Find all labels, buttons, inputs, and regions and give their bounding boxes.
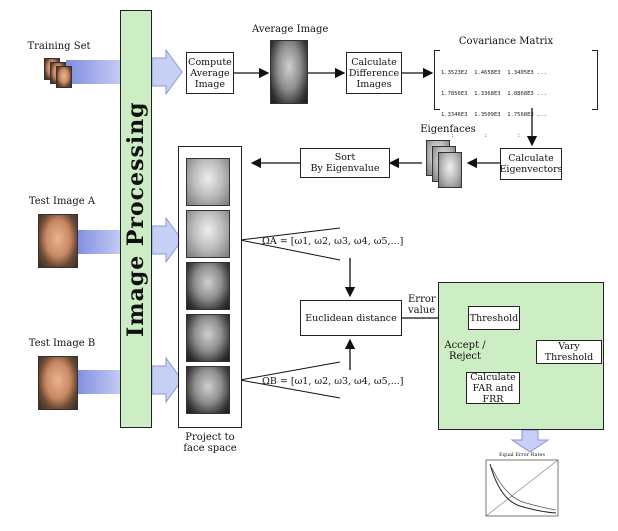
training-input-bar <box>66 60 122 84</box>
face-space-image <box>186 262 230 310</box>
test-image-b <box>38 356 78 410</box>
threshold-box: Threshold <box>468 306 520 330</box>
matrix-row: 1.3346E3 1.3509E3 1.7568E3 ... <box>441 112 547 118</box>
test-image-a-label: Test Image A <box>28 196 96 207</box>
calculate-difference-box: Calculate Difference Images <box>346 52 402 94</box>
eigenfaces-label: Eigenfaces <box>420 124 476 135</box>
matrix-row: 1.3523E2 1.4658E3 1.3405E3 ... <box>441 70 547 76</box>
fat-arrow-to-compute <box>151 48 183 96</box>
face-space-image <box>186 210 230 258</box>
average-image <box>270 40 308 104</box>
calculate-far-frr-box: Calculate FAR and FRR <box>466 372 520 405</box>
test-image-b-label: Test Image B <box>28 338 96 349</box>
compute-average-box: Compute Average Image <box>186 52 234 94</box>
image-processing-column <box>120 10 152 428</box>
average-image-label: Average Image <box>252 24 329 35</box>
face-space-image <box>186 314 230 362</box>
eigenface-3 <box>438 152 462 188</box>
training-face-3 <box>56 66 72 88</box>
matrix-bracket-right <box>592 50 598 110</box>
matrix-row: : : : <box>441 133 521 139</box>
matrix-row: 1.7856E3 1.3368E3 1.8868E3 ... <box>441 91 547 97</box>
vary-threshold-box: Vary Threshold <box>536 340 602 364</box>
image-processing-label: Image Processing <box>123 101 149 337</box>
matrix-bracket-left <box>434 50 440 110</box>
fat-arrow-to-plot <box>510 429 550 453</box>
test-image-a <box>38 214 78 268</box>
test-b-input-bar <box>76 370 122 394</box>
euclidean-distance-box: Euclidean distance <box>300 300 402 336</box>
error-rate-plot <box>485 459 559 517</box>
accept-reject-label: Accept / Reject <box>444 340 486 362</box>
sort-by-eigenvalue-box: Sort By Eigenvalue <box>300 148 390 178</box>
covariance-matrix-values: 1.3523E2 1.4658E3 1.3405E3 ... 1.7856E3 … <box>441 56 547 147</box>
test-a-input-bar <box>76 230 122 254</box>
omega-a-equation: ΩA = [ω1, ω2, ω3, ω4, ω5,...] <box>262 236 404 247</box>
error-value-label: Error value <box>408 294 436 316</box>
fat-arrow-to-project-b <box>151 356 183 404</box>
omega-a-wedge <box>239 227 341 261</box>
face-space-image <box>186 158 230 206</box>
omega-b-wedge <box>239 361 341 399</box>
plot-title: Equal Error Rates <box>498 452 546 458</box>
covariance-matrix-label: Covariance Matrix <box>458 36 554 47</box>
face-space-image <box>186 366 230 414</box>
calculate-eigenvectors-box: Calculate Eigenvectors <box>499 148 563 180</box>
omega-b-equation: ΩB = [ω1, ω2, ω3, ω4, ω5,...] <box>262 376 404 387</box>
project-to-face-space-label: Project to face space <box>183 432 237 454</box>
training-set-label: Training Set <box>27 41 91 52</box>
fat-arrow-to-project-a <box>151 216 183 264</box>
